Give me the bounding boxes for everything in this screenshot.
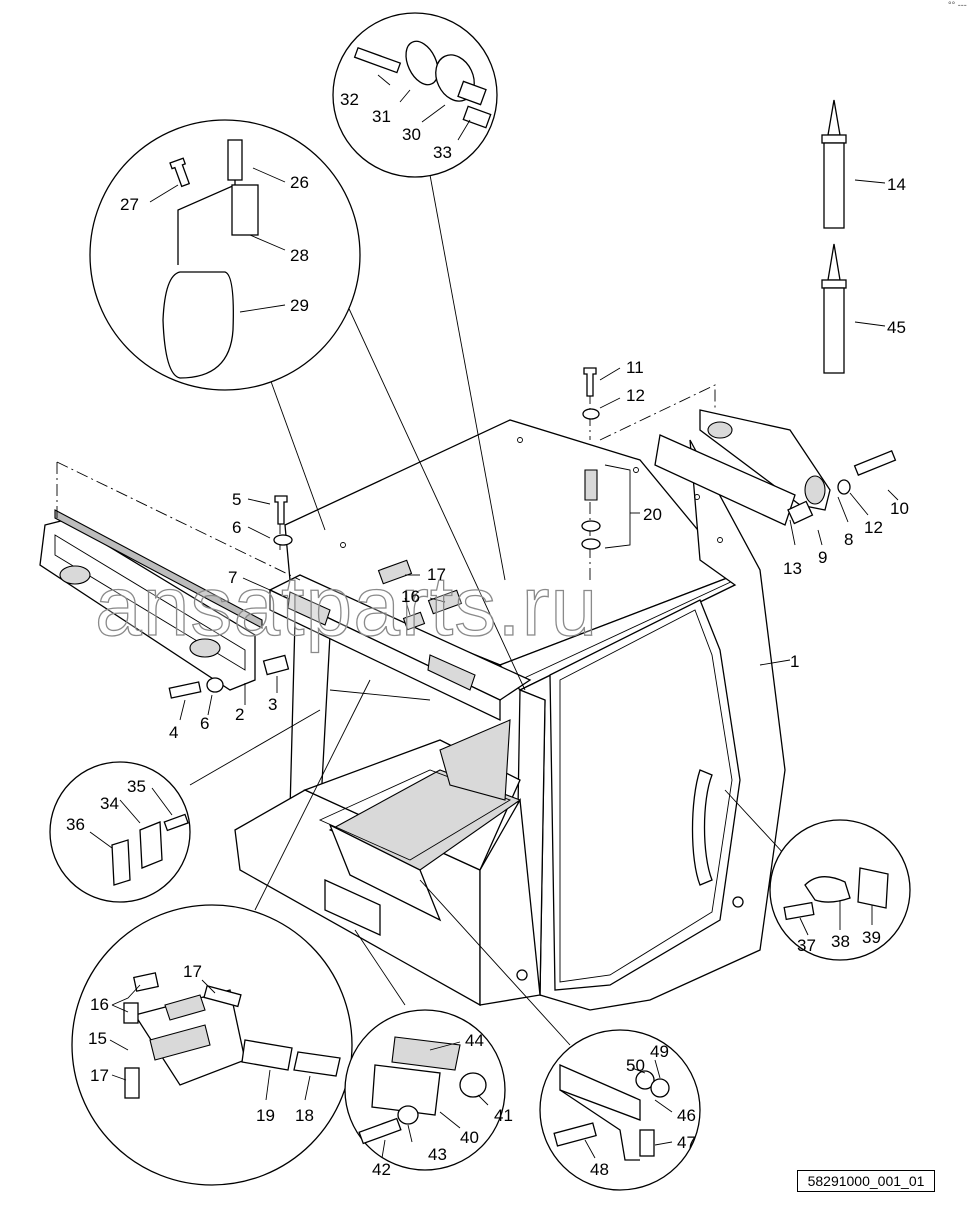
label-leaders <box>89 74 899 1159</box>
callout-numbers: 1 2 3 4 5 6 6 7 8 9 10 11 12 12 13 14 15… <box>66 90 909 1179</box>
callout-49: 49 <box>650 1042 669 1061</box>
callout-28: 28 <box>290 246 309 265</box>
callout-18: 18 <box>295 1106 314 1125</box>
callout-46: 46 <box>677 1106 696 1125</box>
callout-3: 3 <box>268 695 277 714</box>
callout-30: 30 <box>402 125 421 144</box>
callout-6: 6 <box>200 714 209 733</box>
callout-10: 10 <box>890 499 909 518</box>
callout-43: 43 <box>428 1145 447 1164</box>
callout-19: 19 <box>256 1106 275 1125</box>
callout-16: 16 <box>401 587 420 606</box>
drawing-reference: 58291000_001_01 <box>797 1170 935 1192</box>
callout-41: 41 <box>494 1106 513 1125</box>
callout-31: 31 <box>372 107 391 126</box>
callout-13: 13 <box>783 559 802 578</box>
callout-26: 26 <box>290 173 309 192</box>
detail-bracket <box>49 709 321 903</box>
front-header-beam <box>268 574 532 722</box>
callout-9: 9 <box>818 548 827 567</box>
sealant-tube-14 <box>821 99 847 229</box>
callout-12: 12 <box>864 518 883 537</box>
callout-16: 16 <box>90 995 109 1014</box>
detail-mirror <box>89 119 526 691</box>
detail-hinge <box>419 879 701 1191</box>
corner-mark: °° --- <box>948 0 967 10</box>
callout-7: 7 <box>228 568 237 587</box>
callout-40: 40 <box>460 1128 479 1147</box>
callout-48: 48 <box>590 1160 609 1179</box>
callout-32: 32 <box>340 90 359 109</box>
detail-joint <box>332 12 506 581</box>
callout-34: 34 <box>100 794 119 813</box>
callout-14: 14 <box>887 175 906 194</box>
callout-38: 38 <box>831 932 850 951</box>
callout-12: 12 <box>626 386 645 405</box>
callout-42: 42 <box>372 1160 391 1179</box>
callout-17: 17 <box>183 962 202 981</box>
callout-2: 2 <box>235 705 244 724</box>
rear-light-bar <box>654 409 831 526</box>
callout-6: 6 <box>232 518 241 537</box>
callout-37: 37 <box>797 936 816 955</box>
callout-8: 8 <box>844 530 853 549</box>
watermark: ansatparts.ru <box>95 559 598 653</box>
callout-47: 47 <box>677 1133 696 1152</box>
sealant-tube-45 <box>821 243 847 374</box>
callout-5: 5 <box>232 490 241 509</box>
callout-17: 17 <box>427 565 446 584</box>
detail-vent <box>344 929 506 1171</box>
light-bar <box>39 509 263 691</box>
callout-33: 33 <box>433 143 452 162</box>
cab-frame <box>234 419 786 1011</box>
callout-11: 11 <box>626 358 644 377</box>
callout-15: 15 <box>88 1029 107 1048</box>
detail-latch <box>724 789 911 961</box>
callout-29: 29 <box>290 296 309 315</box>
callout-27: 27 <box>120 195 139 214</box>
callout-45: 45 <box>887 318 906 337</box>
callout-50: 50 <box>626 1056 645 1075</box>
callout-35: 35 <box>127 777 146 796</box>
callout-1: 1 <box>790 652 799 671</box>
callout-4: 4 <box>169 723 178 742</box>
callout-39: 39 <box>862 928 881 947</box>
callout-17: 17 <box>90 1066 109 1085</box>
callout-36: 36 <box>66 815 85 834</box>
detail-grille <box>71 679 371 1186</box>
callout-44: 44 <box>465 1031 484 1050</box>
callout-20: 20 <box>643 505 662 524</box>
